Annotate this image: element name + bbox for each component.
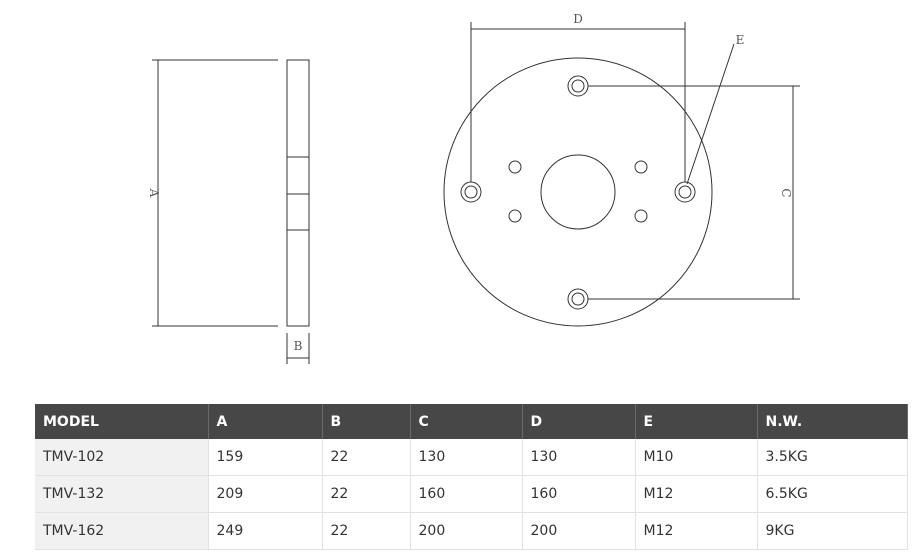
cell-d: 160	[522, 475, 636, 513]
cell-a: 209	[208, 475, 323, 513]
table-row: TMV-162 249 22 200 200 M12 9KG	[35, 512, 908, 550]
front-view	[443, 22, 800, 327]
model-cell: TMV-102	[35, 439, 209, 476]
cell-c: 130	[410, 439, 523, 476]
column-header-model: MODEL	[35, 404, 209, 439]
cell-d: 130	[522, 439, 636, 476]
dim-e-label: E	[736, 33, 745, 47]
column-header-c: C	[410, 404, 523, 439]
cell-d: 200	[522, 512, 636, 550]
mounting-hole-left	[460, 181, 482, 203]
cell-a: 159	[208, 439, 323, 476]
column-header-e: E	[635, 404, 758, 439]
table-header-row: MODEL A B C D E N.W.	[35, 404, 908, 439]
mounting-hole-top	[567, 75, 589, 97]
cell-b: 22	[322, 475, 411, 513]
cell-e: M12	[635, 512, 758, 550]
table-row: TMV-132 209 22 160 160 M12 6.5KG	[35, 475, 908, 513]
small-hole	[634, 160, 648, 174]
dim-d-label: D	[573, 12, 583, 26]
cell-a: 249	[208, 512, 323, 550]
side-view-body	[286, 59, 310, 327]
cell-e: M10	[635, 439, 758, 476]
cell-nw: 6.5KG	[757, 475, 908, 513]
column-header-a: A	[208, 404, 323, 439]
side-view	[152, 59, 310, 364]
dim-a-label: A	[147, 188, 161, 198]
column-header-b: B	[322, 404, 411, 439]
cell-c: 200	[410, 512, 523, 550]
column-header-nw: N.W.	[757, 404, 908, 439]
small-hole	[508, 160, 522, 174]
small-hole	[508, 209, 522, 223]
cell-e: M12	[635, 475, 758, 513]
cell-b: 22	[322, 439, 411, 476]
mounting-hole-right	[674, 181, 696, 203]
dim-e-leader	[686, 43, 735, 185]
dim-c-label: C	[779, 188, 793, 197]
mounting-hole-bottom	[567, 288, 589, 310]
spec-table: MODEL A B C D E N.W. TMV-102 159 22 130 …	[35, 404, 908, 550]
model-cell: TMV-162	[35, 512, 209, 550]
small-hole	[634, 209, 648, 223]
dim-b-label: B	[294, 339, 303, 353]
model-cell: TMV-132	[35, 475, 209, 513]
cell-c: 160	[410, 475, 523, 513]
table-row: TMV-102 159 22 130 130 M10 3.5KG	[35, 439, 908, 476]
cell-nw: 3.5KG	[757, 439, 908, 476]
flange-plate-outline	[443, 57, 713, 327]
cell-nw: 9KG	[757, 512, 908, 550]
cell-b: 22	[322, 512, 411, 550]
center-bore	[540, 154, 616, 230]
column-header-d: D	[522, 404, 636, 439]
technical-drawing: A B D C E	[147, 12, 800, 364]
